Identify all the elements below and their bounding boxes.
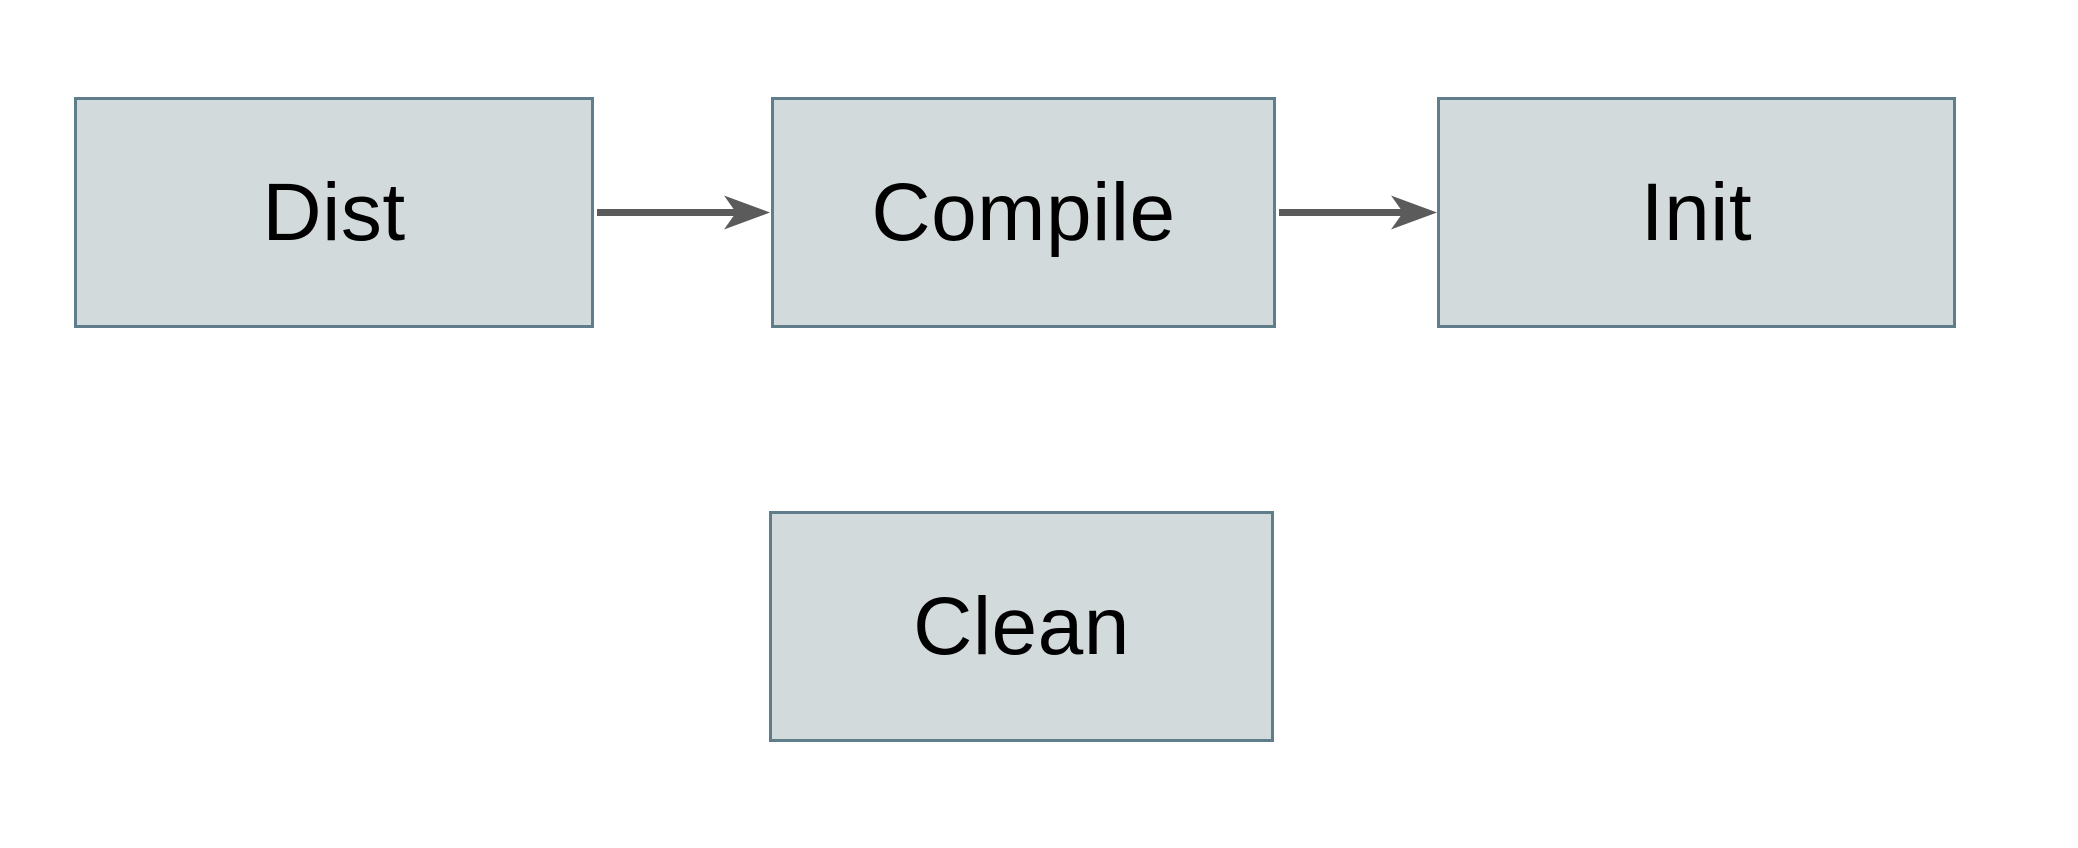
node-dist[interactable]: Dist (74, 97, 594, 328)
node-init[interactable]: Init (1437, 97, 1956, 328)
node-label: Init (1640, 166, 1753, 258)
node-compile[interactable]: Compile (771, 97, 1276, 328)
connector-compile-to-init[interactable] (1279, 195, 1437, 230)
connector-dist-to-compile[interactable] (597, 195, 770, 230)
connector-arrowhead-icon (1391, 195, 1437, 230)
node-label: Clean (913, 580, 1130, 672)
node-label: Compile (871, 166, 1176, 258)
node-clean[interactable]: Clean (769, 511, 1274, 742)
connector-arrowhead-icon (724, 195, 770, 230)
node-label: Dist (262, 166, 406, 258)
